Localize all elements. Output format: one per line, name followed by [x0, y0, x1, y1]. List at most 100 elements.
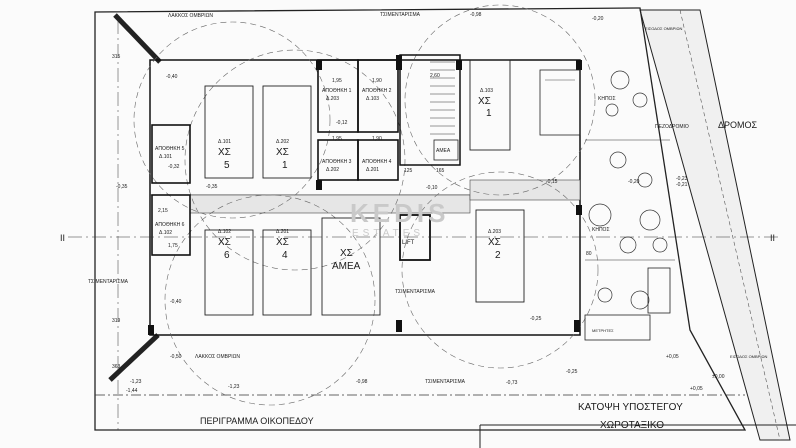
rainwater-label-bottom: ΛΑΚΚΟΣ ΟΜΒΡΙΩΝ [195, 354, 240, 360]
level-mark: -1,23 [130, 379, 142, 385]
cement-label-mid: ΤΣΙΜΕΝΤΑΡΙΣΜΑ [395, 289, 436, 295]
parking-bay-3 [262, 85, 312, 179]
parking-bay-amea [321, 217, 381, 316]
dimension-text: 165 [436, 168, 445, 174]
parking-code-3: Δ.202 [276, 139, 289, 145]
storage-code-5: Δ.101 [159, 154, 172, 160]
dimension-text: 319 [112, 318, 121, 324]
parking-xs-3: ΧΣ [276, 147, 289, 158]
level-mark: -0,15 [546, 179, 558, 185]
dimension-text: 1,90 [372, 78, 382, 84]
plot-perimeter-label: ΠΕΡΙΓΡΑΜΜΑ ΟΙΚΟΠΕΔΟΥ [200, 416, 314, 426]
level-mark: -0,21 [676, 182, 688, 188]
parking-xs-1: ΧΣ [478, 96, 491, 107]
storage-room-4 [357, 139, 399, 181]
storage-name-3: ΑΠΟΘΗΚΗ 3 [322, 159, 352, 165]
level-mark: -0,23 [676, 176, 688, 182]
level-mark: -0,35 [116, 184, 128, 190]
parking-code-6: Δ.102 [218, 229, 231, 235]
parking-num-6: 6 [224, 250, 230, 261]
level-mark: -0,35 [206, 184, 218, 190]
hatched-wall-top-left [113, 13, 162, 64]
meters-box [584, 314, 651, 341]
storage-code-3: Δ.202 [326, 167, 339, 173]
amea-room-label: ΑΜΕΑ [436, 148, 451, 154]
turning-circle [133, 21, 331, 219]
amea-room [433, 139, 459, 161]
rainwater-label-right: ΕΙΣΟΔΟΣ ΟΜΒΡΙΩΝ [730, 354, 767, 359]
storage-room-5 [151, 124, 191, 184]
storage-code-4: Δ.201 [366, 167, 379, 173]
plot-perimeter-line [94, 7, 747, 431]
storage-room-2 [357, 59, 399, 133]
level-mark: -0,25 [530, 316, 542, 322]
cement-label-bottom: ΤΣΙΜΕΝΤΑΡΙΣΜΑ [425, 379, 466, 385]
hatched-wall-bottom-left [108, 333, 160, 382]
storage-name-6: ΑΠΟΘΗΚΗ 6 [155, 222, 185, 228]
parking-code-2: Δ.203 [488, 229, 501, 235]
sidewalk-label: ΠΕΖΟΔΡΟΜΙΟ [655, 124, 689, 130]
level-mark: -0,25 [566, 369, 578, 375]
parking-bay-6 [204, 229, 254, 316]
storage-room-6 [151, 194, 191, 256]
level-mark: +0,05 [666, 354, 679, 360]
parking-bay-4 [262, 229, 312, 316]
turning-circle [404, 4, 596, 196]
level-mark: -0,12 [336, 120, 348, 126]
parking-num-5: 5 [224, 160, 230, 171]
parking-num-3: 1 [282, 160, 288, 171]
dimension-text: 125 [404, 168, 413, 174]
meters-label: ΜΕΤΡΗΤΕΣ [592, 328, 614, 333]
turning-circle [401, 171, 599, 369]
parking-bay-5 [204, 85, 254, 179]
storage-name-1: ΑΠΟΘΗΚΗ 1 [322, 88, 352, 94]
level-mark: -0,73 [506, 380, 518, 386]
cement-label-left: ΤΣΙΜΕΝΤΑΡΙΣΜΑ [88, 279, 129, 285]
storage-name-4: ΑΠΟΘΗΚΗ 4 [362, 159, 392, 165]
turning-circle [164, 194, 376, 406]
storage-code-1: Δ.203 [326, 96, 339, 102]
parking-num-2: 2 [495, 250, 501, 261]
parking-num-1: 1 [486, 108, 492, 119]
parking-num-4: 4 [282, 250, 288, 261]
dimension-text: 1,90 [372, 136, 382, 142]
corridor-strip-right [469, 179, 581, 201]
level-mark: -1,44 [126, 388, 138, 394]
rainwater-label-top: ΛΑΚΚΟΣ ΟΜΒΡΙΩΝ [168, 13, 213, 19]
level-mark: -0,40 [166, 74, 178, 80]
dimension-text: 1,95 [332, 136, 342, 142]
storage-code-2: Δ.103 [366, 96, 379, 102]
equipment-room [539, 69, 581, 136]
utility-box [647, 267, 671, 314]
structural-columns [148, 55, 582, 335]
level-mark: -0,10 [426, 185, 438, 191]
storage-name-2: ΑΠΟΘΗΚΗ 2 [362, 88, 392, 94]
stair-core [399, 54, 461, 166]
parking-xs-6: ΧΣ [218, 237, 231, 248]
stair-treads [430, 61, 455, 135]
parking-xs-amea: ΧΣ [340, 248, 353, 259]
parking-code-1: Δ.103 [480, 88, 493, 94]
storage-code-6: Δ.102 [159, 230, 172, 236]
road-label: ΔΡΟΜΟΣ [718, 120, 758, 130]
plan-subtitle: ΧΩΡΟΤΑΞΙΚΟ [600, 420, 664, 431]
dimension-text: 1,75 [168, 243, 178, 249]
garden-label-2: ΚΗΠΟΣ [598, 96, 616, 102]
level-mark: -0,50 [170, 354, 182, 360]
dimension-text: 2,15 [158, 208, 168, 214]
parking-code-5: Δ.101 [218, 139, 231, 145]
watermark-sub: ESTATES [352, 228, 424, 239]
turning-circle [184, 49, 406, 271]
dimension-text: 1,95 [332, 78, 342, 84]
parking-xs-4: ΧΣ [276, 237, 289, 248]
garden-label: ΚΗΠΟΣ [592, 227, 610, 233]
dimension-text: 363 [112, 364, 121, 370]
lift-shaft [399, 214, 431, 261]
level-mark: -0,40 [170, 299, 182, 305]
dimension-text: 80 [586, 251, 592, 257]
level-mark: -0,98 [356, 379, 368, 385]
level-mark: -0,20 [592, 16, 604, 22]
storage-name-5: ΑΠΟΘΗΚΗ 5 [155, 146, 185, 152]
